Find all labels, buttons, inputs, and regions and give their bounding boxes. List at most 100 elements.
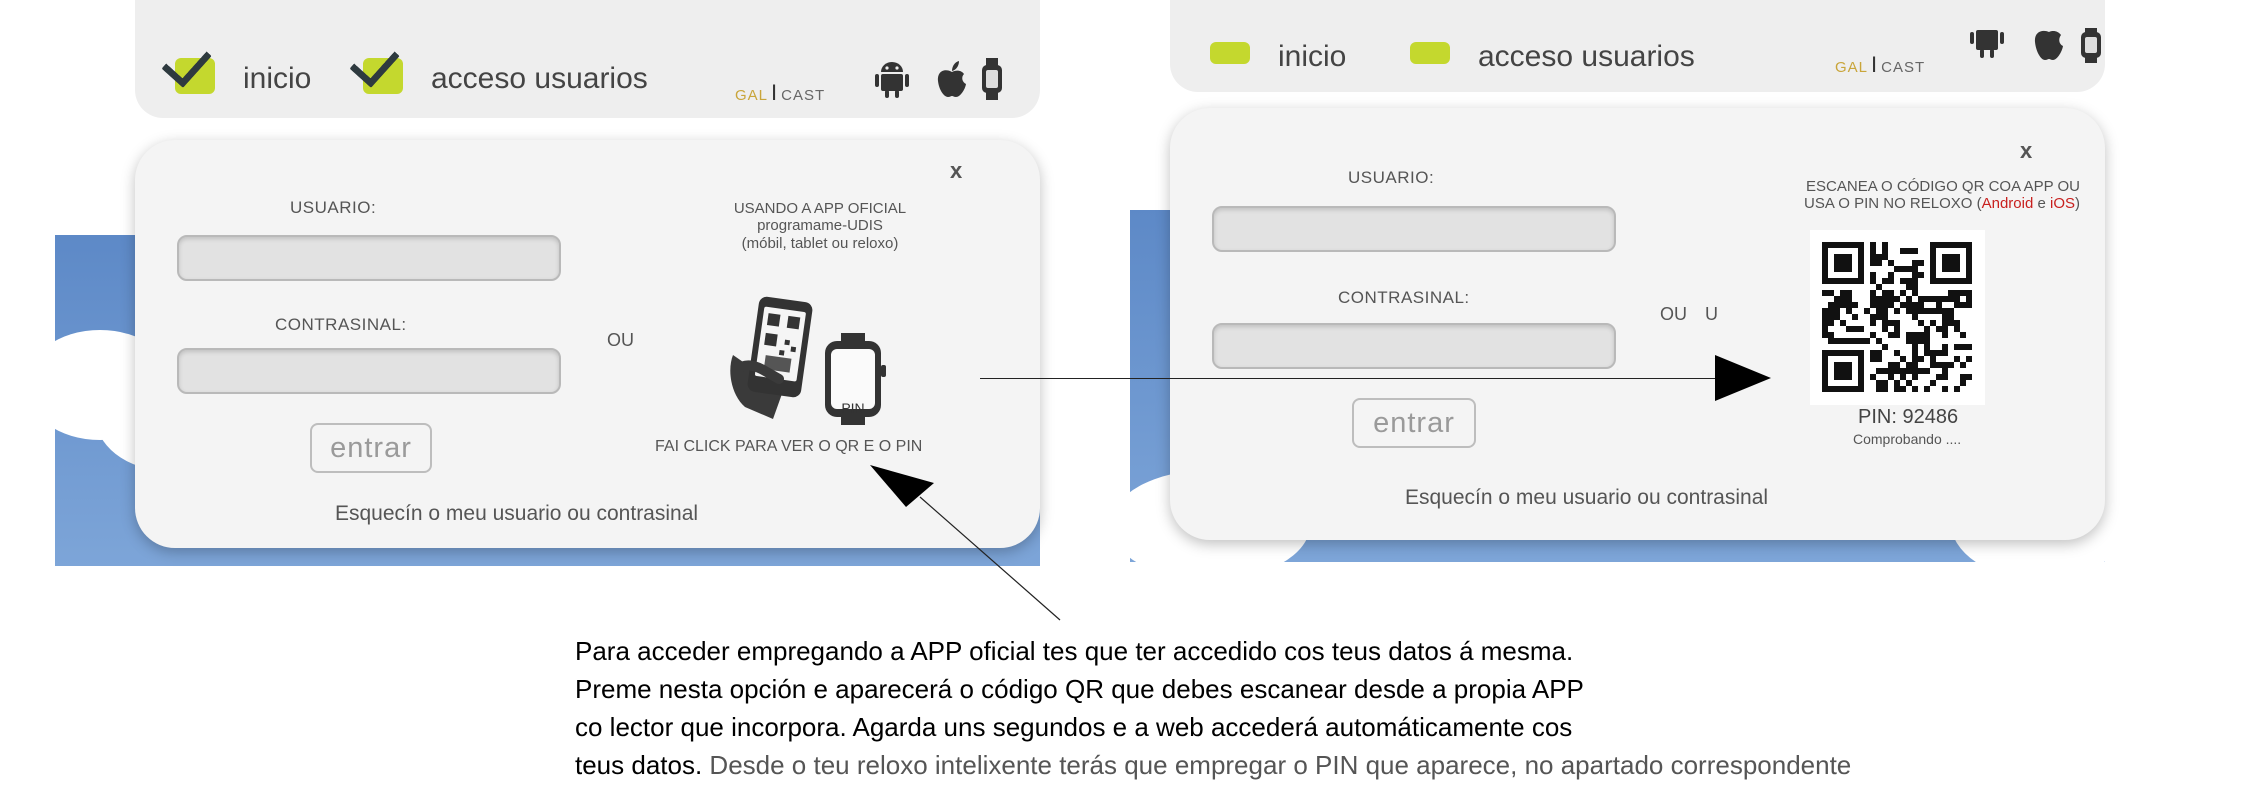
- enter-button[interactable]: entrar: [310, 423, 432, 473]
- qr-module: [1912, 272, 1918, 278]
- qr-module: [1870, 260, 1876, 266]
- qr-module: [1870, 350, 1876, 356]
- lang-separator: I: [1871, 52, 1879, 77]
- qr-module: [1912, 368, 1918, 374]
- qr-module: [1882, 380, 1888, 386]
- qr-module: [1918, 260, 1924, 266]
- qr-module: [1882, 254, 1888, 260]
- qr-module: [1906, 296, 1912, 302]
- qr-module: [1912, 386, 1918, 392]
- qr-module: [1900, 248, 1906, 254]
- close-button[interactable]: x: [950, 158, 963, 183]
- enter-button[interactable]: entrar: [1352, 398, 1476, 448]
- user-input[interactable]: [177, 235, 561, 281]
- qr-module: [1822, 290, 1828, 296]
- qr-module: [1852, 314, 1858, 320]
- qr-module: [1840, 302, 1846, 308]
- qr-module: [1912, 374, 1918, 380]
- qr-module: [1930, 356, 1936, 362]
- qr-module: [1960, 380, 1966, 386]
- nav-home[interactable]: inicio: [161, 36, 311, 94]
- qr-module: [1828, 290, 1834, 296]
- qr-module: [1948, 296, 1954, 302]
- qr-module: [1912, 344, 1918, 350]
- qr-module: [1828, 320, 1834, 326]
- qr-module: [1960, 332, 1966, 338]
- qr-module: [1906, 380, 1912, 386]
- qr-module: [1840, 320, 1846, 326]
- watch-icon[interactable]: [2080, 28, 2102, 69]
- forgot-link[interactable]: Esquecín o meu usuario ou contrasinal: [1405, 486, 1769, 509]
- qr-module: [1834, 308, 1840, 314]
- forgot-link[interactable]: Esquecín o meu usuario ou contrasinal: [335, 502, 699, 525]
- qr-module: [1864, 338, 1870, 344]
- qr-module: [1900, 356, 1906, 362]
- android-icon[interactable]: [875, 60, 909, 104]
- click-to-show-qr[interactable]: FAI CLICK PARA VER O QR E O PIN: [655, 438, 923, 455]
- qr-module: [1906, 266, 1912, 272]
- lang-gal[interactable]: GAL: [1835, 59, 1869, 76]
- lang-cast[interactable]: CAST: [781, 87, 826, 104]
- lang-cast[interactable]: CAST: [1881, 59, 1926, 76]
- login-panel: x USUARIO: CONTRASINAL: OU U entrar Esqu…: [1170, 108, 2105, 540]
- qr-module: [1948, 290, 1954, 296]
- qr-module: [1870, 296, 1876, 302]
- nav-access[interactable]: acceso usuarios: [349, 36, 648, 94]
- caption-line-1: Para acceder empregando a APP oficial te…: [575, 636, 1574, 666]
- qr-module: [1942, 386, 1948, 392]
- qr-module: [1930, 320, 1936, 326]
- qr-module: [1924, 332, 1930, 338]
- password-input[interactable]: [1212, 323, 1616, 369]
- qr-module: [1870, 302, 1876, 308]
- qr-module: [1882, 386, 1888, 392]
- qr-module: [1870, 320, 1876, 326]
- qr-module: [1900, 302, 1906, 308]
- qr-module: [1936, 302, 1942, 308]
- qr-module: [1912, 248, 1918, 254]
- password-input[interactable]: [177, 348, 561, 394]
- qr-module: [1882, 344, 1888, 350]
- qr-module: [1912, 284, 1918, 290]
- qr-module: [1930, 350, 1936, 356]
- lang-gal[interactable]: GAL: [735, 87, 769, 104]
- watch-icon[interactable]: [981, 58, 1003, 106]
- qr-module: [1834, 302, 1840, 308]
- qr-module: [1930, 308, 1936, 314]
- qr-module: [1858, 326, 1864, 332]
- nav-access[interactable]: acceso usuarios: [1410, 28, 1695, 72]
- ios-link[interactable]: iOS: [2049, 195, 2075, 213]
- nav-home[interactable]: inicio: [1210, 28, 1346, 72]
- app-login-icon[interactable]: PIN: [725, 295, 915, 425]
- password-label: CONTRASINAL:: [1338, 288, 1470, 307]
- check-icon: [1210, 28, 1266, 72]
- apple-icon[interactable]: [935, 60, 969, 104]
- qr-module: [1846, 290, 1852, 296]
- qr-module: [1912, 278, 1918, 284]
- close-button[interactable]: x: [2020, 138, 2033, 163]
- qr-module: [1960, 362, 1966, 368]
- qr-module: [1846, 338, 1852, 344]
- scan-instructions: ESCANEA O CÓDIGO QR COA APP OU USA O PIN…: [1740, 178, 2080, 213]
- qr-module: [1954, 290, 1960, 296]
- qr-module: [1924, 308, 1930, 314]
- app-line-2: programame-UDIS: [757, 217, 883, 235]
- apple-icon[interactable]: [2032, 30, 2066, 67]
- qr-module: [1840, 338, 1846, 344]
- qr-module: [1900, 386, 1906, 392]
- check-icon: [1410, 28, 1466, 72]
- user-input[interactable]: [1212, 206, 1616, 252]
- qr-module: [1930, 380, 1936, 386]
- qr-module: [1900, 368, 1906, 374]
- qr-module: [1882, 296, 1888, 302]
- qr-module: [1882, 248, 1888, 254]
- qr-module: [1966, 374, 1972, 380]
- qr-module: [1870, 248, 1876, 254]
- qr-module: [1936, 296, 1942, 302]
- android-icon[interactable]: [1970, 30, 2004, 65]
- qr-module: [1912, 338, 1918, 344]
- qr-module: [1942, 344, 1948, 350]
- android-link[interactable]: Android: [1981, 195, 2034, 213]
